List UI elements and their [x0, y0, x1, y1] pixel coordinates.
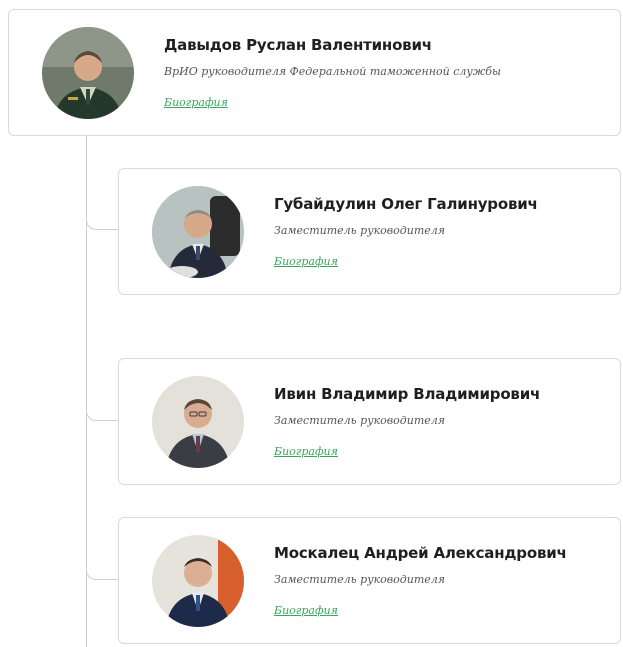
deputy-position: Заместитель руководителя — [274, 224, 446, 237]
tree-branch-2 — [86, 404, 119, 421]
deputy-avatar — [152, 186, 244, 278]
person-photo-icon — [152, 535, 244, 627]
tree-branch-3 — [86, 563, 119, 580]
person-photo-icon — [152, 376, 244, 468]
deputy-position: Заместитель руководителя — [274, 573, 446, 586]
head-avatar — [42, 27, 134, 119]
head-person-card: Давыдов Руслан Валентинович ВрИО руковод… — [8, 9, 621, 136]
deputy-card: Губайдулин Олег Галинурович Заместитель … — [118, 168, 621, 295]
deputy-avatar — [152, 376, 244, 468]
person-photo-icon — [42, 27, 134, 119]
person-photo-icon — [152, 186, 244, 278]
tree-connector-line — [86, 135, 87, 647]
head-biography-link[interactable]: Биография — [164, 96, 228, 109]
head-position: ВрИО руководителя Федеральной таможенной… — [164, 65, 501, 78]
deputy-avatar — [152, 535, 244, 627]
deputy-biography-link[interactable]: Биография — [274, 445, 338, 458]
head-name: Давыдов Руслан Валентинович — [164, 36, 432, 54]
deputy-name: Губайдулин Олег Галинурович — [274, 195, 538, 213]
deputy-name: Ивин Владимир Владимирович — [274, 385, 541, 403]
deputy-card: Москалец Андрей Александрович Заместител… — [118, 517, 621, 644]
deputy-card: Ивин Владимир Владимирович Заместитель р… — [118, 358, 621, 485]
deputy-position: Заместитель руководителя — [274, 414, 446, 427]
tree-branch-1 — [86, 213, 119, 230]
deputy-biography-link[interactable]: Биография — [274, 604, 338, 617]
deputy-biography-link[interactable]: Биография — [274, 255, 338, 268]
deputy-name: Москалец Андрей Александрович — [274, 544, 567, 562]
